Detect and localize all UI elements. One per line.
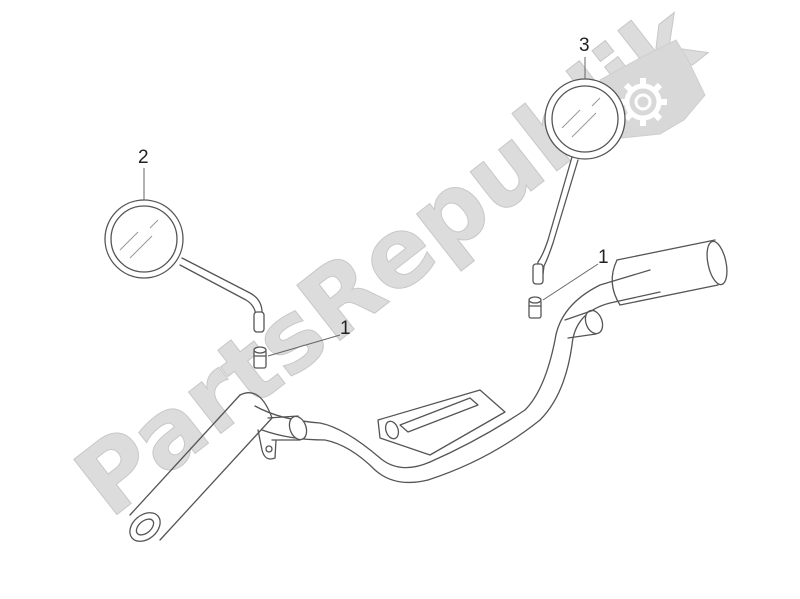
leader-1-left	[267, 334, 341, 357]
mirror-right	[532, 78, 626, 285]
callout-3: 3	[579, 35, 590, 56]
callout-1-right: 1	[598, 247, 609, 268]
leader-1-right	[542, 263, 599, 301]
handlebar	[129, 239, 728, 542]
adapter-right	[528, 296, 542, 319]
callout-2: 2	[138, 147, 149, 168]
mirror-left	[104, 199, 265, 333]
callout-1-left: 1	[340, 318, 351, 339]
adapter-left	[253, 346, 267, 369]
